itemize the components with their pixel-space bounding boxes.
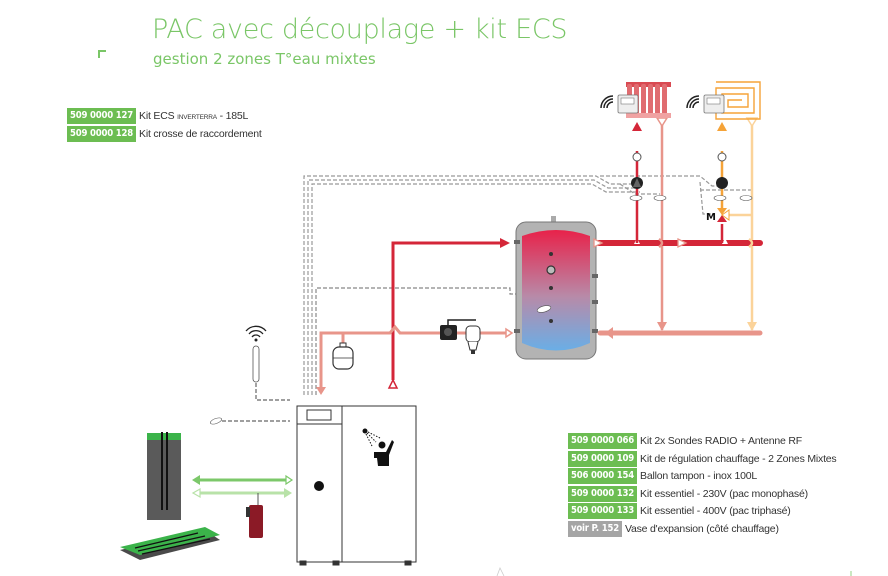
circulator-pump-icon [716,177,728,189]
page-subtitle: gestion 2 zones T°eau mixtes [153,50,376,68]
return-arrow-open [655,117,669,128]
underfloor-heating-icon [715,81,761,120]
vertical-ground-probe [147,432,181,520]
glycol-expansion-tank [246,493,263,538]
control-wiring [222,175,752,422]
room-thermostat-icon [703,94,725,114]
reference-label: Kit de régulation chauffage - 2 Zones Mi… [640,452,837,465]
tee-marker [722,238,728,244]
ball-valve [440,319,476,340]
mixing-valve-motor-label: M [706,212,716,223]
reference-code: 509 0000 133 [568,503,638,519]
reference-label: Kit essentiel - 400V (pac triphasé) [640,505,791,517]
reference-item: 509 0000 127 Kit ECS INVERTERRA - 185L [67,108,262,124]
check-valve [632,152,642,162]
flow-outlet-arrow [593,237,604,249]
room-thermostat-icon [617,94,639,114]
return-arrow [316,387,326,395]
mixing-valve-icon [717,208,730,222]
reference-label: Vase d'expansion (côté chauffage) [624,522,779,535]
unit-indicator-dot [314,481,324,491]
horizontal-ground-collector [120,527,220,560]
return-arrow [747,322,757,331]
flow-arrow [677,237,688,249]
reference-code: 509 0000 066 [568,433,638,449]
circulator-pump-icon [631,177,643,189]
flow-arrow [717,122,727,131]
return-arrow [605,327,613,339]
reference-code: voir P. 152 [568,520,622,537]
reference-code: 509 0000 132 [568,485,638,502]
temperature-sensor [713,195,727,201]
wireless-signal-icon [686,95,700,109]
sludge-filter [465,325,481,354]
reference-code: 509 0000 109 [568,450,638,467]
shower-icon [362,428,394,466]
return-inlet-arrow [505,327,514,339]
flow-arrow [500,238,510,248]
temperature-sensor [739,195,753,201]
reference-code: 509 0000 127 [67,108,137,124]
reference-label: Kit crosse de raccordement [139,127,262,140]
return-arrow [657,322,667,331]
check-valve [717,152,727,162]
buffer-tank [514,216,598,360]
reference-item: 509 0000 128 Kit crosse de raccordement [67,125,262,142]
underfloor-zone-pipes [720,124,754,330]
corner-mark [98,50,106,58]
primary-flow-pipe [391,241,500,380]
outdoor-sensor-antenna [245,325,267,383]
ground-loop-pipes [191,474,294,499]
reference-list-top: 509 0000 127 Kit ECS INVERTERRA - 185L 5… [67,108,262,143]
temperature-sensor [653,195,667,201]
return-arrow-open [745,117,759,128]
reference-label: Kit 2x Sondes RADIO + Antenne RF [640,435,802,447]
reference-code: 506 0000 154 [568,468,638,484]
reference-label: Kit ECS INVERTERRA - 185L [139,110,249,122]
flow-arrow [632,122,642,131]
reference-label: Kit essentiel - 230V (pac monophasé) [640,487,808,500]
outdoor-temperature-sensor [209,417,223,425]
page-title: PAC avec découplage + kit ECS [152,14,568,45]
return-arrow-open [387,378,399,389]
reference-label: Ballon tampon - inox 100L [640,470,758,482]
wireless-signal-icon [600,95,614,109]
reference-code: 509 0000 128 [67,125,137,142]
decorative-mark [496,567,505,576]
temperature-sensor [629,195,643,201]
primary-return-pipe [319,324,510,388]
expansion-vessel [332,342,354,370]
